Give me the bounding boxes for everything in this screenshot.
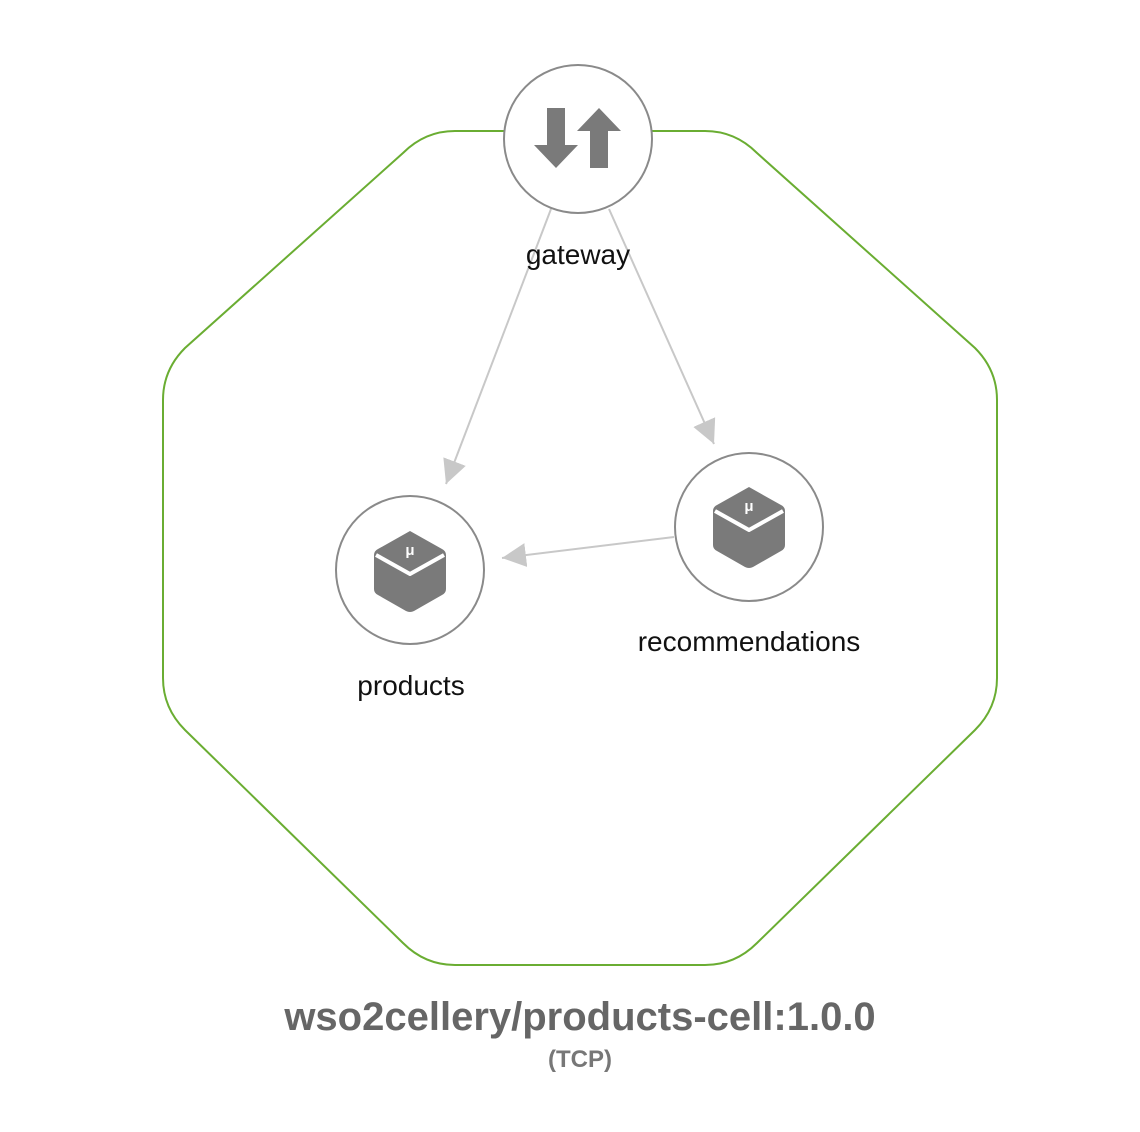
recommendations-label: recommendations (638, 626, 861, 657)
edge-gateway-recommendations (608, 208, 716, 445)
products-node[interactable]: μ products (335, 495, 485, 701)
microservice-cube-icon: μ (374, 531, 446, 612)
microservice-cube-icon: μ (713, 487, 785, 568)
gateway-node[interactable]: gateway (503, 64, 653, 270)
edge-gateway-products (443, 208, 552, 485)
gateway-arrows-icon (534, 108, 621, 168)
products-mu-glyph: μ (405, 542, 414, 559)
cell-protocol: (TCP) (548, 1046, 612, 1073)
cell-name: wso2cellery/products-cell:1.0.0 (283, 995, 875, 1039)
recommendations-mu-glyph: μ (744, 498, 753, 515)
gateway-label: gateway (526, 239, 630, 270)
edge-recommendations-products (501, 536, 675, 568)
products-label: products (357, 670, 464, 701)
recommendations-node[interactable]: μ recommendations (638, 452, 861, 657)
